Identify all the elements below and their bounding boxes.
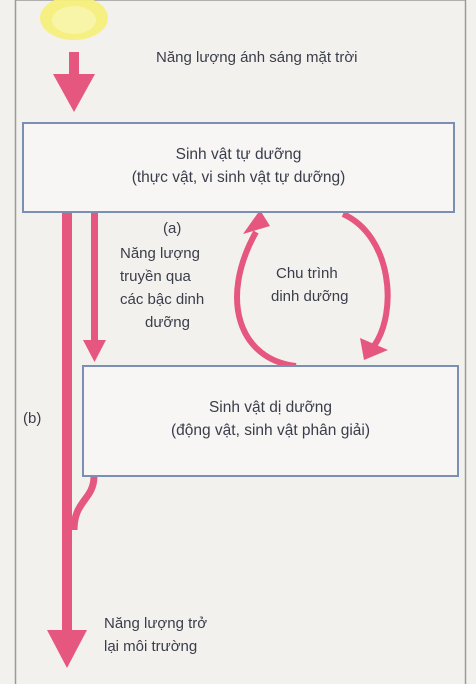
- cycle-arrow-up: [234, 230, 297, 369]
- cycle-arrowhead-up: [243, 210, 270, 234]
- sunlight-arrow: [53, 52, 95, 112]
- trophic-transfer-line-2: truyền qua: [120, 268, 191, 285]
- page-frame: [14, 0, 467, 684]
- sunlight-label: Năng lượng ánh sáng mặt trời: [156, 49, 358, 66]
- heterotroph-loss-branch: [70, 475, 98, 531]
- return-energy-line-1: Năng lượng trở: [104, 615, 208, 632]
- sun-core-icon: [52, 6, 96, 34]
- label-a: (a): [163, 220, 182, 237]
- energy-loss-arrow: [47, 212, 87, 668]
- label-b: (b): [23, 410, 42, 427]
- heterotroph-title: Sinh vật dị dưỡng: [208, 399, 333, 416]
- trophic-transfer-line-1: Năng lượng: [120, 245, 200, 262]
- return-energy-line-2: lại môi trường: [104, 638, 198, 655]
- trophic-transfer-arrow: [83, 212, 106, 362]
- cycle-arrowhead-down: [360, 338, 388, 360]
- nutrient-cycle-line-2: dinh dưỡng: [271, 288, 349, 305]
- autotroph-subtitle: (thực vật, vi sinh vật tự dưỡng): [131, 169, 346, 186]
- trophic-transfer-line-3: các bậc dinh: [120, 291, 205, 308]
- heterotroph-box: [82, 365, 459, 477]
- heterotroph-subtitle: (động vật, sinh vật phân giải): [170, 422, 371, 439]
- nutrient-cycle-line-1: Chu trình: [276, 265, 338, 282]
- trophic-transfer-line-4: dưỡng: [145, 314, 190, 331]
- autotroph-title: Sinh vật tự dưỡng: [175, 146, 302, 163]
- autotroph-box: [22, 122, 455, 213]
- cycle-arrow-down: [341, 211, 391, 348]
